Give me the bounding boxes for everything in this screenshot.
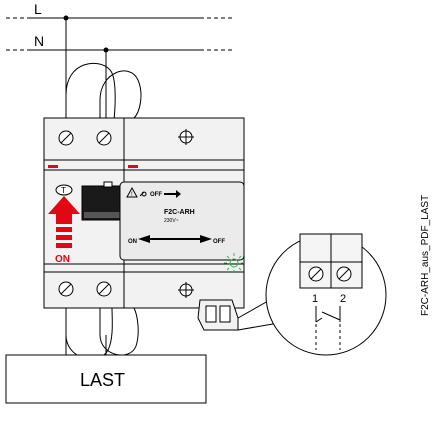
- line-l-label: L: [34, 1, 42, 17]
- panel-off-label-2: OFF: [213, 239, 225, 245]
- switch-handle[interactable]: [81, 181, 123, 221]
- line-n-label: N: [34, 33, 44, 49]
- wiring: [65, 18, 142, 360]
- test-button[interactable]: T: [55, 184, 73, 196]
- handle-on-label: ON: [55, 254, 70, 265]
- label-panel: ! OFF F2C-ARH 230V~ ON OFF: [119, 181, 245, 261]
- panel-off-label: OFF: [150, 192, 162, 198]
- key-icon: [139, 191, 147, 197]
- figure-caption: F2C-ARH_aus_PDF_LAST: [420, 195, 431, 316]
- off-arrow-icon-2: [176, 235, 212, 243]
- load-label: LAST: [80, 370, 125, 390]
- model-label: F2C-ARH: [164, 209, 195, 216]
- on-arrow-indicator: ON: [48, 196, 80, 265]
- panel-on-label: ON: [128, 239, 137, 245]
- load-box: LAST: [5, 354, 207, 404]
- contact-1-label: 1: [312, 293, 318, 305]
- test-button-label: T: [61, 186, 66, 195]
- bottom-terminals: [58, 281, 194, 298]
- on-arrow-icon: [138, 235, 176, 243]
- contact-2-label: 2: [340, 293, 346, 305]
- off-arrow-icon: [164, 190, 181, 198]
- auxiliary-contact-module: [197, 299, 239, 331]
- supply-lines: L N: [6, 1, 235, 53]
- terminal-zoom: 1 2: [237, 233, 387, 356]
- voltage-label: 230V~: [164, 218, 179, 224]
- warning-icon-mark: !: [131, 192, 133, 198]
- top-terminals: [58, 129, 194, 146]
- warning-icon: [126, 186, 138, 198]
- led-indicator-icon: [224, 253, 244, 273]
